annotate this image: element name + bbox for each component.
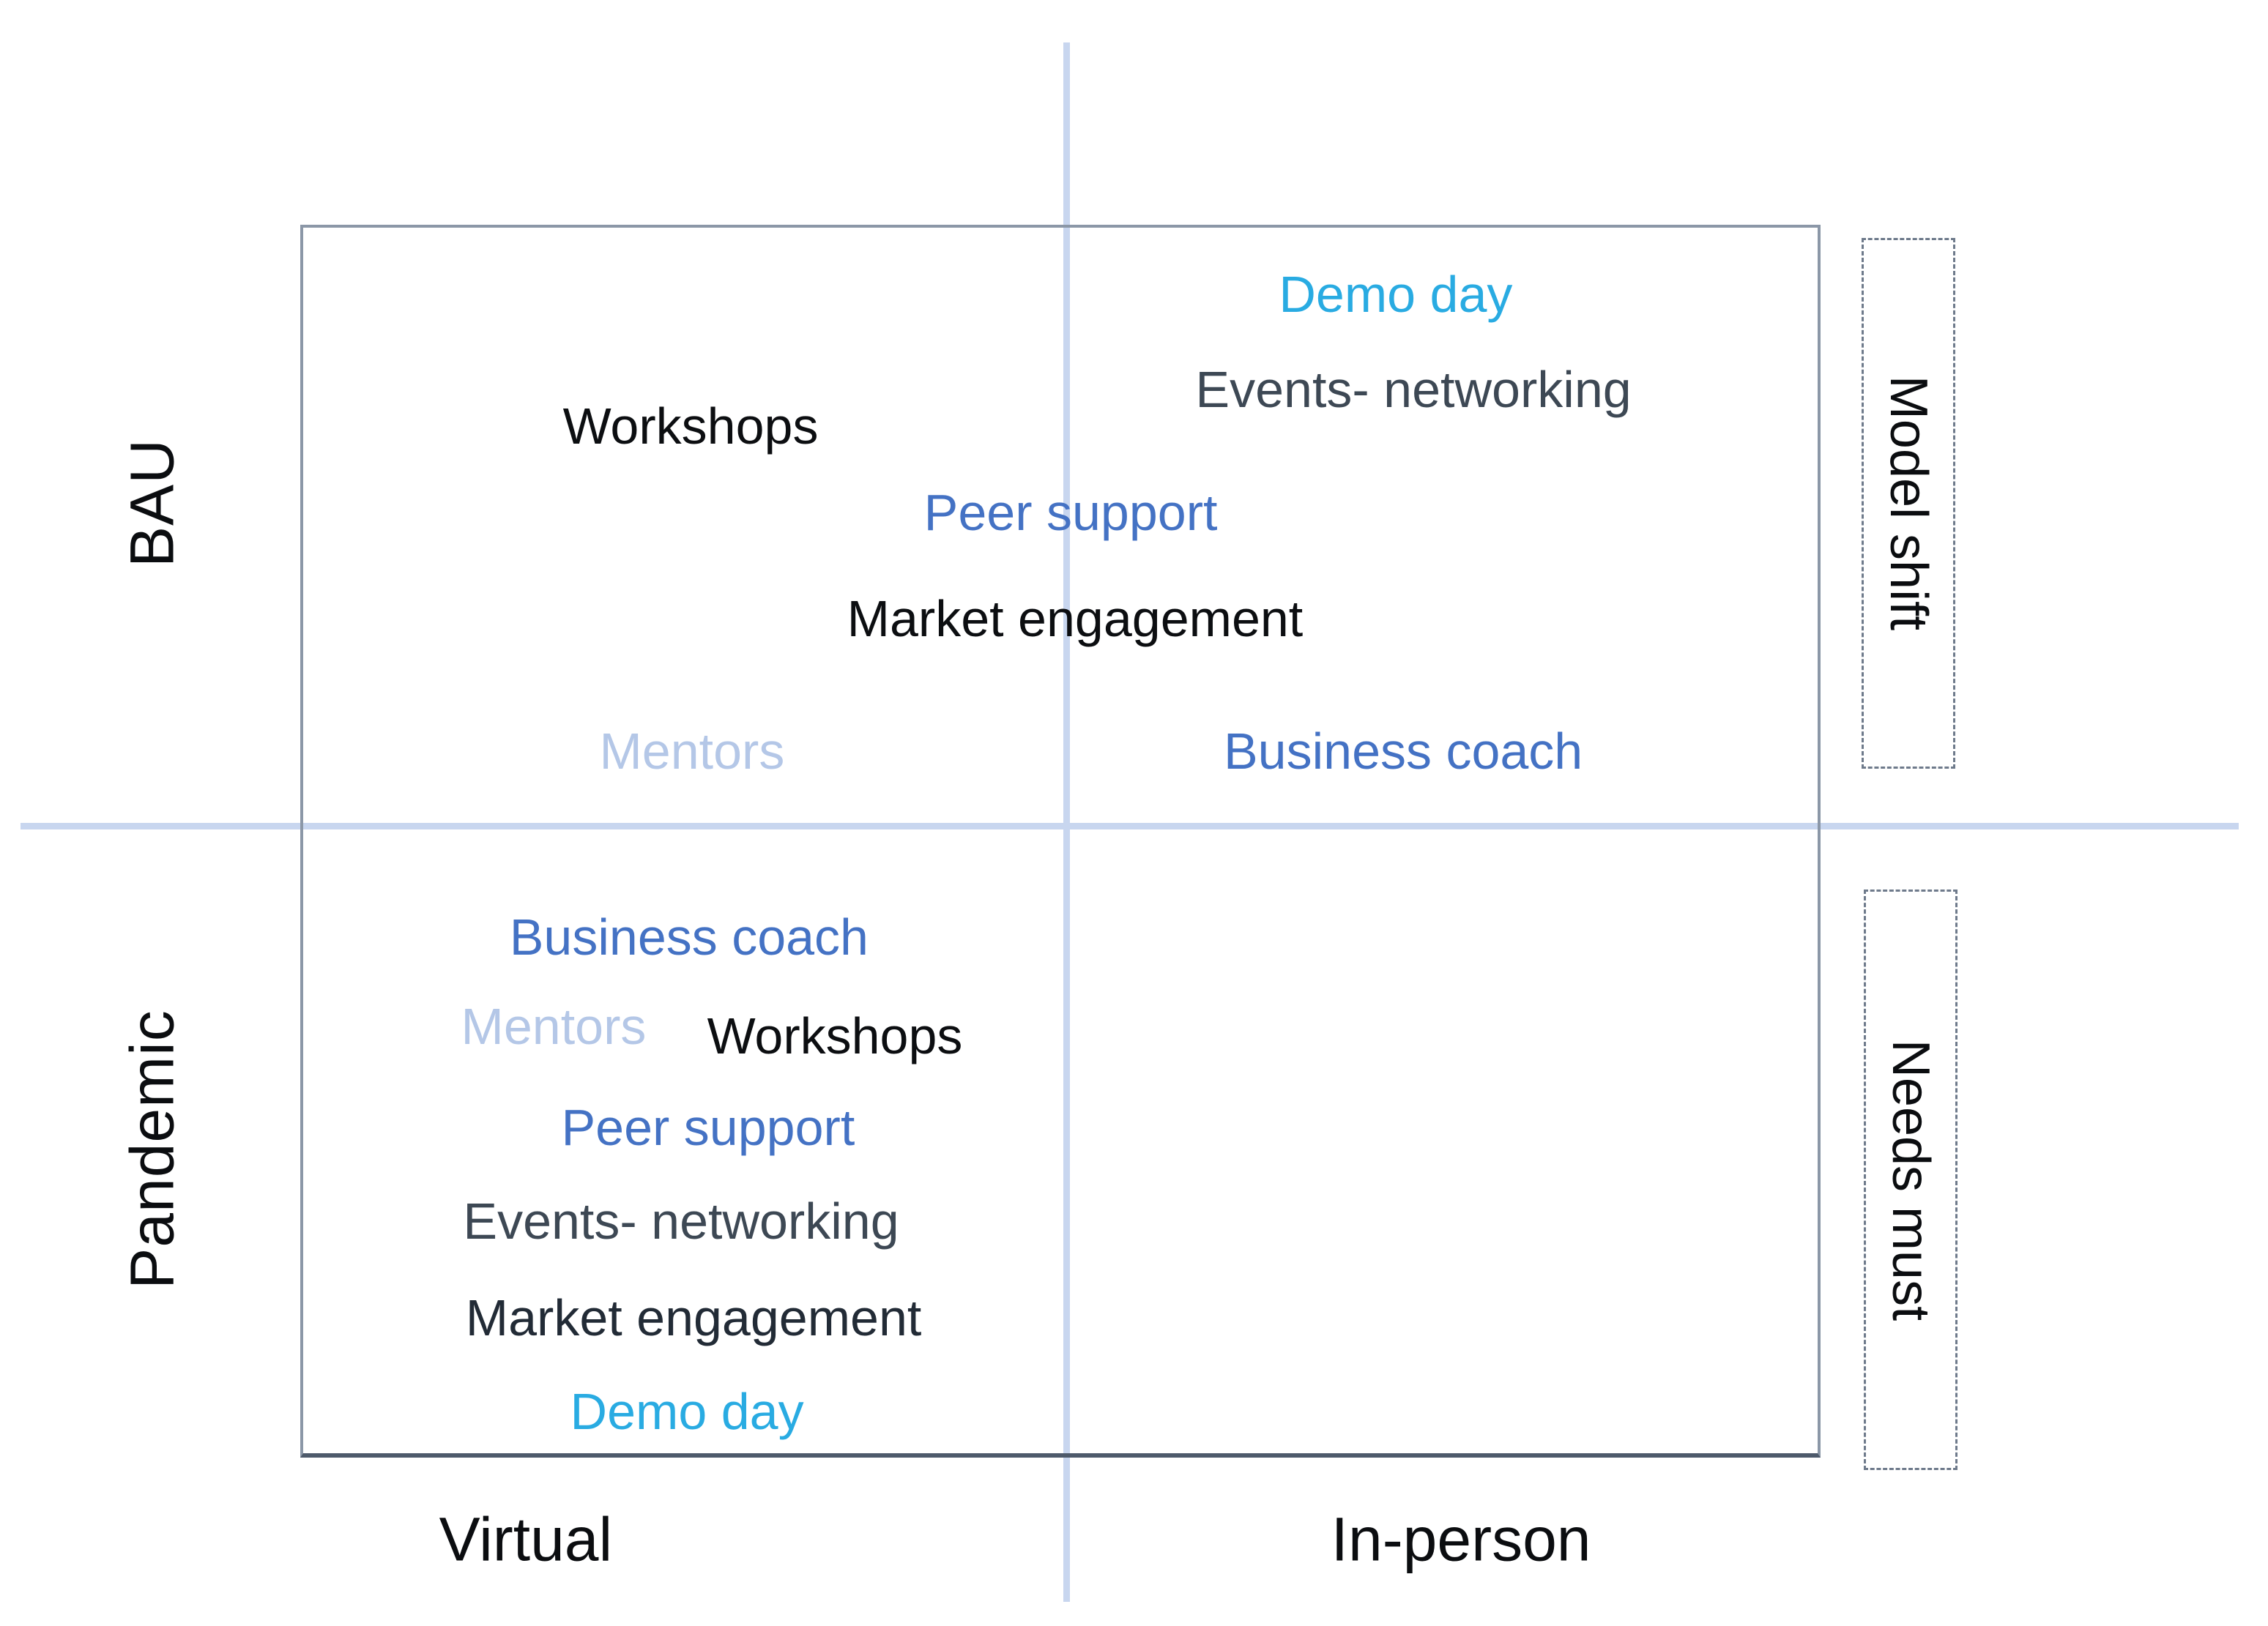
matrix-item: Demo day	[570, 1383, 804, 1441]
matrix-item: Events- networking	[1195, 360, 1632, 418]
x-axis-label-virtual: Virtual	[439, 1504, 613, 1574]
side-annotation-box-model-shift: Model shift	[1862, 237, 1955, 769]
matrix-item: Peer support	[561, 1099, 855, 1157]
matrix-item: Market engagement	[847, 590, 1304, 648]
vertical-axis-line	[1063, 42, 1070, 1602]
y-axis-label-pandemic: Pandemic	[117, 1010, 187, 1289]
matrix-item: Business coach	[1223, 723, 1583, 780]
matrix-item: Workshops	[707, 1007, 963, 1064]
x-axis-label-in-person: In-person	[1331, 1504, 1591, 1574]
side-annotation-box-needs-must: Needs must	[1864, 890, 1957, 1470]
matrix-frame	[300, 224, 1821, 1458]
side-annotation-label-needs-must: Needs must	[1881, 1039, 1941, 1321]
matrix-item: Mentors	[599, 723, 785, 780]
matrix-item: Business coach	[509, 908, 869, 966]
matrix-item: Peer support	[923, 484, 1218, 542]
horizontal-axis-line	[20, 823, 2239, 830]
matrix-item: Demo day	[1279, 266, 1513, 323]
matrix-item: Mentors	[461, 997, 647, 1055]
y-axis-label-bau: BAU	[117, 439, 187, 567]
matrix-item: Workshops	[562, 397, 819, 455]
matrix-item: Market engagement	[465, 1289, 922, 1346]
matrix-item: Events- networking	[463, 1192, 899, 1250]
side-annotation-label-model-shift: Model shift	[1878, 376, 1938, 631]
